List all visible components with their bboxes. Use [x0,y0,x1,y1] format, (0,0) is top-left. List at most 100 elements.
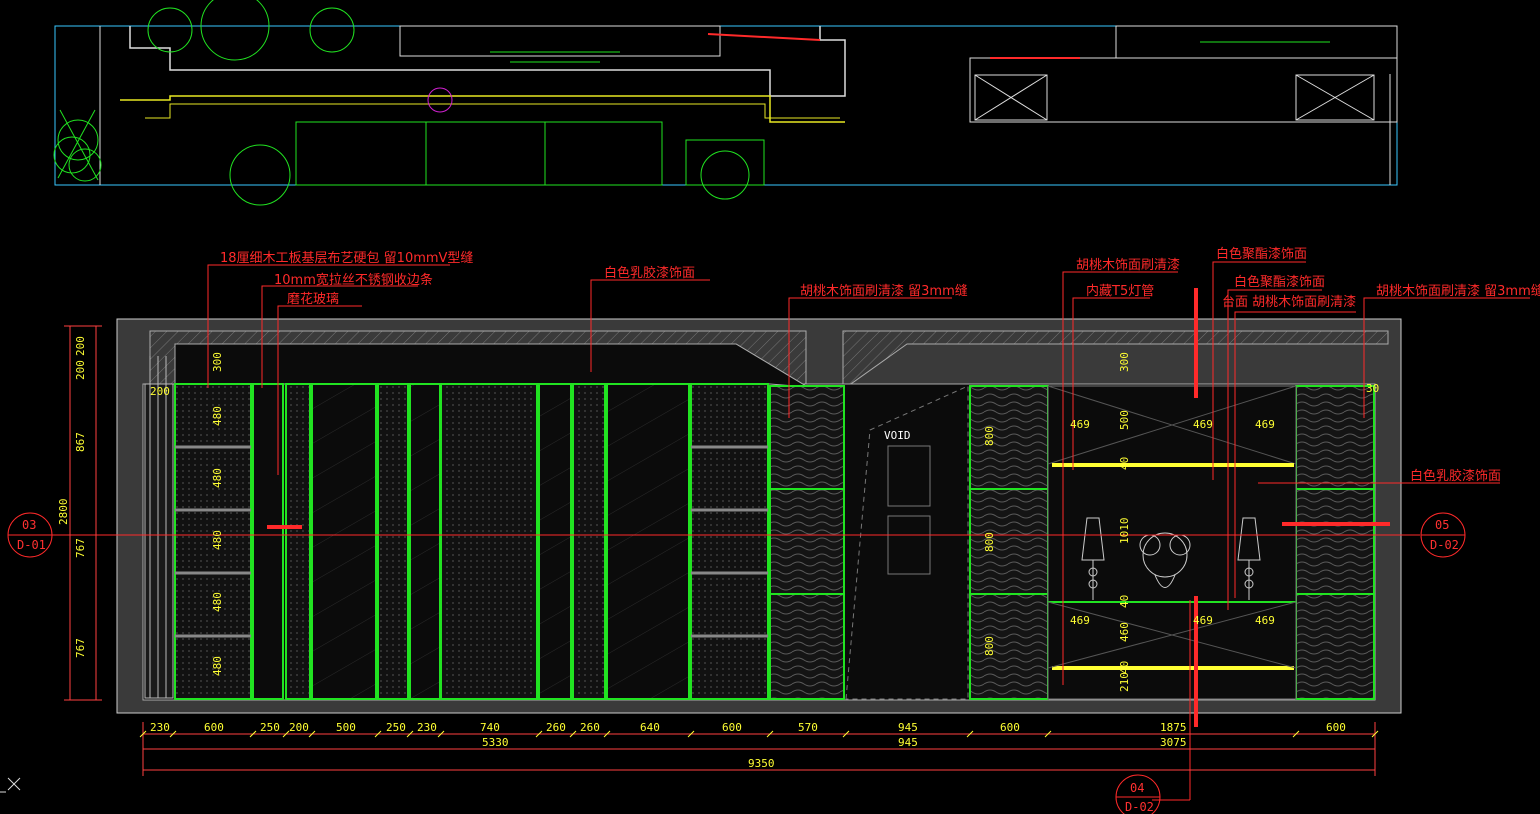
plan-boundary [54,25,1398,186]
dimension-lines [64,325,1376,776]
dim-tick-3 [282,730,290,738]
dim-tick-4 [308,730,316,738]
dim-cab-0: 300 [1118,352,1131,372]
dim-shelf-v-3: 40 [1118,595,1131,608]
dim-200-small: 200 [150,385,170,398]
dim-bottom-1: 600 [204,721,224,734]
dim-inner-3: 480 [211,530,224,550]
dim-tick-5 [374,730,382,738]
plan-view [53,0,1398,206]
annotation-white-latex-top: 白色乳胶漆饰面 [604,265,695,281]
dim-bottom-10: 640 [640,721,660,734]
annotation-countertop: 台面 胡桃木饰面刷清漆 [1222,294,1356,310]
dim-bottom-8: 260 [546,721,566,734]
dim-left-total: 2800 [57,499,70,526]
section-tag-bottom-ref: D-02 [1125,800,1154,814]
dim-bottom-7: 740 [480,721,500,734]
dim-bottom-6: 230 [417,721,437,734]
dim-cab-1: 800 [983,426,996,446]
dim-shelf-v-1: 40 [1118,457,1131,470]
section-tag-right-num: 05 [1435,518,1449,532]
dim-tick-6 [406,730,414,738]
section-tag-left-num: 03 [22,518,36,532]
dim-tick-2 [249,730,257,738]
dim-inner-4: 480 [211,592,224,612]
dim-shelf-h-0: 469 [1070,418,1090,431]
dim-tick-9 [569,730,577,738]
dim-left-2: 867 [74,432,87,452]
dim-shelf-h2-1: 469 [1193,614,1213,627]
annotation-frosted-glass: 磨花玻璃 [287,291,339,307]
dim-inner-5: 480 [211,656,224,676]
dim-left-1: 200 [74,360,87,380]
dim-tick-11 [687,730,695,738]
dim-inner-1: 480 [211,406,224,426]
dim-tick-13 [842,730,850,738]
dim-tick-10 [603,730,611,738]
walnut-panels-left [769,385,845,700]
dim-tick-8 [535,730,543,738]
annotation-fabric-panel: 18厘细木工板基层布艺硬包 留10mmV型缝 [220,251,473,266]
dim-shelf-v-2: 1010 [1118,518,1131,545]
annotation-walnut-right: 胡桃木饰面刷清漆 留3mm缝 [1376,283,1540,299]
ucs-icon [0,777,21,793]
dim-tick-16 [1292,730,1300,738]
dim-bottom-9: 260 [580,721,600,734]
dim-bottom-11: 600 [722,721,742,734]
dim-tick-1 [169,730,177,738]
dim-inner-2: 480 [211,468,224,488]
annotation-polyester-2: 白色聚酯漆饰面 [1234,274,1325,290]
section-tag-left-ref: D-01 [17,538,46,552]
dimension-ticks [139,730,1379,738]
dim-left-0: 200 [74,336,87,356]
elevation-view [116,288,1402,727]
dim-shelf-h-1: 469 [1193,418,1213,431]
annotation-walnut-left: 胡桃木饰面刷清漆 留3mm缝 [800,283,968,299]
dim-shelf-v-5: 40 [1118,661,1131,674]
dim-left-4: 767 [74,638,87,658]
dim-sub-left: 5330 [482,736,509,749]
dim-bottom-14: 600 [1000,721,1020,734]
dim-cab-2: 800 [983,532,996,552]
dim-bottom-0: 230 [150,721,170,734]
plan-marker-circle [427,87,453,113]
dim-bottom-13: 945 [898,721,918,734]
dim-sub-mid: 945 [898,736,918,749]
section-tag-right-ref: D-02 [1430,538,1459,552]
dim-cab-3: 800 [983,636,996,656]
dim-left-3: 767 [74,538,87,558]
dim-tick-0 [139,730,147,738]
void-label: VOID [884,429,911,442]
section-tag-left: 03 D-01 [7,512,53,558]
void-area [845,385,969,700]
dim-bottom-3: 200 [289,721,309,734]
annotation-polyester-1: 白色聚酯漆饰面 [1216,246,1307,262]
dim-bottom-15: 1875 [1160,721,1187,734]
annotation-t5-light: 内藏T5灯管 [1086,283,1154,299]
dim-tick-14 [966,730,974,738]
dim-shelf-h2-2: 469 [1255,614,1275,627]
annotation-walnut-mid: 胡桃木饰面刷清漆 [1076,257,1180,273]
dim-bottom-16: 600 [1326,721,1346,734]
dim-inner-0: 300 [211,352,224,372]
dim-bottom-2: 250 [260,721,280,734]
leader-lines [52,261,1530,801]
walnut-panels-right [969,385,1375,700]
section-tag-bottom: 04 D-02 [1115,774,1161,814]
dim-shelf-h2-0: 469 [1070,614,1090,627]
dim-bottom-4: 500 [336,721,356,734]
dim-bottom-5: 250 [386,721,406,734]
dim-30-small: 30 [1366,382,1379,395]
dim-bottom-12: 570 [798,721,818,734]
dim-total: 9350 [748,757,775,770]
dim-tick-15 [1044,730,1052,738]
lamp-icon [1081,517,1261,600]
section-tag-bottom-num: 04 [1130,781,1144,795]
plant-symbol [53,109,102,182]
annotation-white-latex-right: 白色乳胶漆饰面 [1410,468,1501,484]
dim-shelf-v-4: 460 [1118,622,1131,642]
dim-tick-17 [1371,730,1379,738]
display-cabinet [1047,385,1297,700]
dim-tick-7 [437,730,445,738]
